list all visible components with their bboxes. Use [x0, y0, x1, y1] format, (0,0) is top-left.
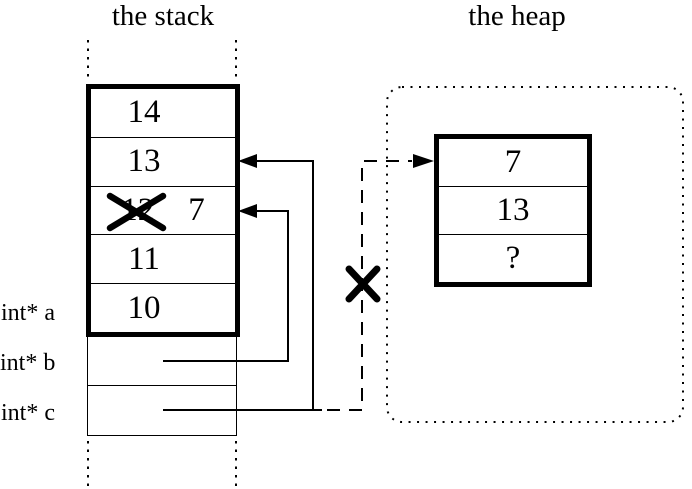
pointer-slot-b [87, 337, 237, 386]
pointer-c-arrowhead-icon [238, 154, 257, 168]
stack-cell-13: 13 [91, 136, 235, 186]
stack-cell-11: 11 [91, 234, 235, 283]
stack-title: the stack [111, 0, 215, 32]
heap-cell-unknown: ? [439, 234, 587, 282]
stack-frame-box: 14 13 12 7 11 10 [86, 84, 240, 337]
dangling-pointer-dashed-line [327, 160, 412, 411]
stack-cell-new-value: 7 [188, 191, 205, 228]
heap-block-box: 7 13 ? [434, 134, 592, 287]
cross-out-icon-dangling-pointer [345, 265, 381, 303]
pointer-slot-c [87, 386, 237, 436]
stack-cell-10: 10 [91, 283, 235, 332]
heap-title: the heap [468, 0, 566, 32]
heap-cell-7: 7 [504, 144, 522, 180]
pointer-label-a: int* a [1, 300, 55, 326]
dangling-pointer-arrowhead-icon [413, 154, 434, 168]
pointer-b-arrowhead-icon [238, 204, 257, 218]
pointer-variable-slots [87, 337, 237, 436]
stack-cell-overwritten: 12 7 [91, 185, 235, 235]
stack-cell-crossed-old-value: 12 [121, 191, 155, 228]
stack-cell-14: 14 [127, 94, 161, 131]
pointer-label-c: int* c [1, 400, 55, 426]
pointer-label-b: int* b [0, 350, 56, 376]
heap-cell-13: 13 [439, 186, 587, 234]
